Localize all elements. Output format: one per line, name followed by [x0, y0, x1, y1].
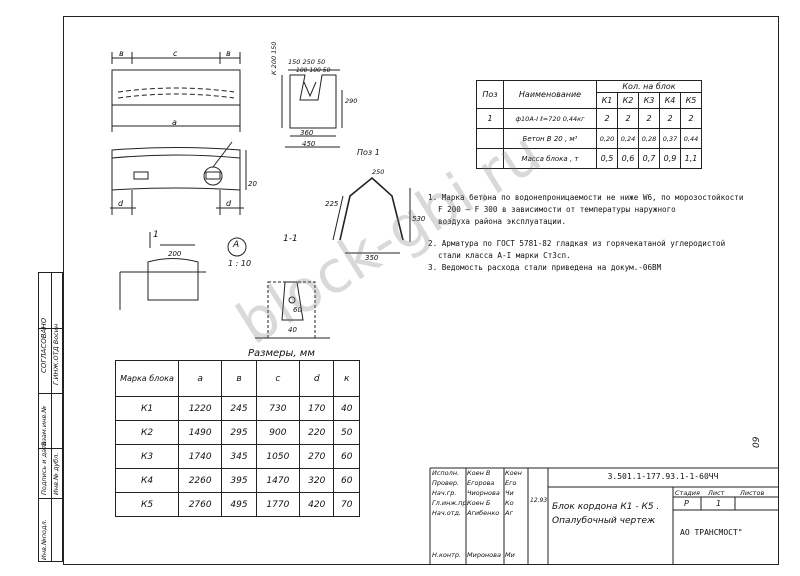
sheet-label: Лист [708, 489, 725, 497]
spec-col-k2: К2 [617, 92, 639, 109]
rebar-poz1 [332, 176, 411, 254]
dim-290: 290 [345, 97, 358, 105]
dim-225: 225 [325, 200, 339, 208]
stage-value: Р [684, 499, 689, 508]
dim-d-right: d [226, 199, 232, 208]
spec-col-k1: К1 [596, 92, 618, 109]
dims-header: к [333, 360, 360, 397]
dim-c: с [173, 49, 178, 58]
dim-top-values-2: 100 100 50 [296, 67, 331, 74]
title-block-frame [429, 467, 779, 565]
dims-header: d [299, 360, 335, 397]
poz-1-label: Поз 1 [357, 148, 380, 157]
note-line: стали класса А-I марки Ст3сп. [438, 251, 571, 260]
left-strip: СОГЛАСОВАНО Г.ИНЖ.ОТД Восин Инв.№подл. П… [38, 272, 63, 562]
sheet-value: 1 [716, 499, 722, 508]
sheets-label: Листов [740, 489, 765, 497]
plan-view [110, 141, 247, 215]
spec-col-k5: К5 [680, 92, 702, 109]
dim-20: 20 [248, 180, 257, 188]
section-view-1-1 [255, 281, 330, 339]
dims-header: в [221, 360, 257, 397]
dim-b-right: в [226, 49, 231, 58]
drawing-frame [63, 16, 779, 565]
doc-code: 3.501.1-177.93.1-1-60ЧЧ [607, 472, 719, 481]
section-1-label: 1 [153, 230, 159, 240]
dim-350: 350 [365, 254, 379, 262]
dim-530: 530 [412, 215, 426, 223]
spec-col-k4: К4 [659, 92, 681, 109]
dims-header: Марка блока [115, 360, 179, 397]
dim-b-left: в [119, 49, 124, 58]
stage-label: Стадия [675, 489, 700, 497]
spec-col-k3: К3 [638, 92, 660, 109]
note-line: F 200 – F 300 в зависимости от температу… [438, 205, 676, 214]
spec-col-name: Наименование [503, 80, 597, 109]
dims-header: а [177, 360, 223, 397]
spec-row: 1 ф10А-I ℓ=720 0,44кг 2 2 2 2 2 [476, 108, 702, 129]
dim-250: 250 [372, 168, 385, 176]
dims-caption: Размеры, мм [248, 348, 315, 359]
spec-table: Поз Наименование Кол. на блок К1 К2 К3 К… [476, 80, 702, 169]
dim-60: 60 [293, 306, 302, 314]
cross-section [281, 69, 343, 148]
notes: 1. Марка бетона по водонепроницаемости н… [428, 192, 768, 274]
sign-date: 12.93 [530, 497, 548, 504]
section-view-1 [119, 232, 206, 310]
note-line: воздуха района эксплуатации. [438, 217, 567, 226]
note-line: 2. Арматура по ГОСТ 5781-82 гладкая из г… [428, 239, 726, 248]
company-name: АО ТРАНСМОСТ" [680, 528, 743, 537]
dim-d-left: d [118, 199, 124, 208]
dim-k: К 200 150 [270, 41, 278, 75]
detail-a [227, 237, 247, 257]
dim-40: 40 [288, 326, 297, 334]
dim-200: 200 [168, 250, 182, 258]
dim-a: а [172, 118, 177, 127]
doc-title-line2: Опалубочный чертеж [552, 516, 656, 526]
dims-header: с [255, 360, 301, 397]
note-line: 1. Марка бетона по водонепроницаемости н… [428, 193, 744, 202]
doc-title-line1: Блок кордона К1 - К5 . [552, 502, 660, 512]
spec-col-qty: Кол. на блок [596, 80, 702, 93]
dim-360: 360 [300, 129, 314, 137]
detail-a-label: А [233, 240, 240, 250]
dim-450: 450 [302, 140, 316, 148]
spec-col-pos: Поз [476, 80, 504, 109]
spec-row: Масса блока , т 0,5 0,6 0,7 0,9 1,1 [476, 148, 702, 169]
section-1-1-label: 1-1 [283, 234, 298, 244]
scale-label: 1 : 10 [228, 259, 252, 268]
corner-number: 09 [752, 436, 762, 448]
dim-top-values: 150 250 50 [288, 58, 326, 66]
note-line: 3. Ведомость расхода стали приведена на … [428, 263, 662, 272]
elevation-view [111, 52, 241, 132]
